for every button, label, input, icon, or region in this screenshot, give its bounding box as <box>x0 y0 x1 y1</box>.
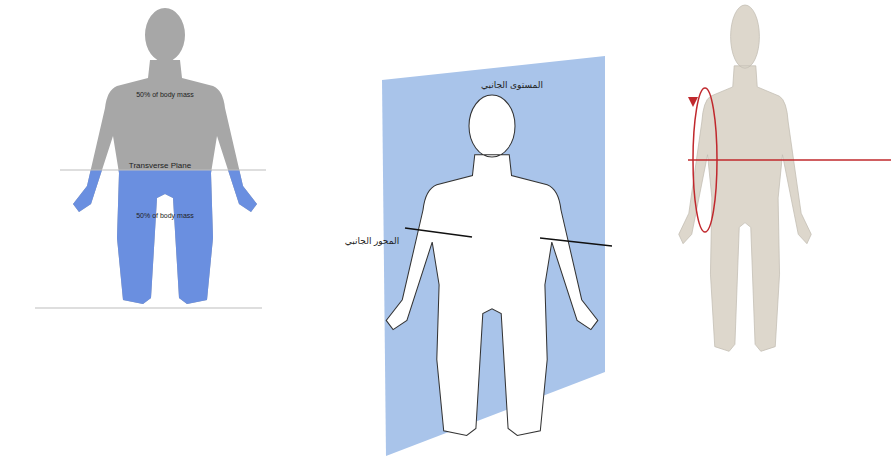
rotation-axis <box>688 159 891 161</box>
body-outline <box>386 95 598 435</box>
lower-body-blue <box>73 170 257 304</box>
ground-line <box>35 308 262 309</box>
axis-line <box>405 228 472 237</box>
rotation-arrowhead <box>688 97 698 107</box>
rotation-figure <box>679 5 891 351</box>
mass-figure <box>35 8 266 308</box>
figure-label: 50% of body mass <box>136 212 194 220</box>
arabic-label: المستوى الجانبي <box>447 80 577 90</box>
plane-figure <box>382 56 612 456</box>
figure-label: 50% of body mass <box>136 91 194 99</box>
rotation-ellipse <box>693 88 717 232</box>
upper-body-gray <box>73 8 257 304</box>
body-silhouette <box>679 5 811 351</box>
arabic-label: المحور الجانبي <box>317 236 427 246</box>
figure-label: Transverse Plane <box>95 161 225 170</box>
lateral-plane <box>382 56 605 456</box>
axis-line <box>540 238 612 246</box>
